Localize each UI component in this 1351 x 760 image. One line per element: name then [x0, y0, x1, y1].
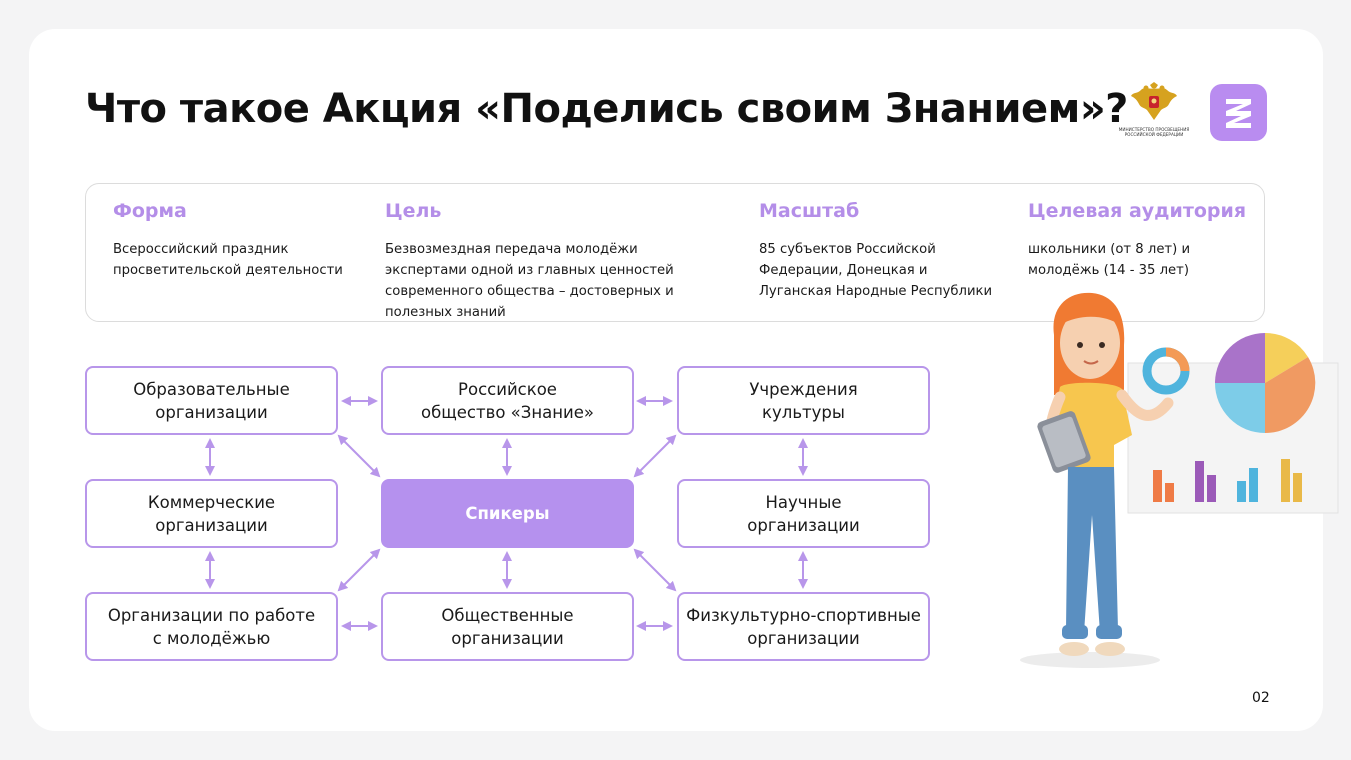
info-scale: Масштаб 85 субъектов Российской Федераци…	[759, 200, 1004, 302]
connector-arrow	[633, 434, 677, 478]
node-culture-institutions: Учреждения культуры	[677, 366, 930, 435]
node-znanie-society: Российское общество «Знание»	[381, 366, 634, 435]
info-audience: Целевая аудитория школьники (от 8 лет) и…	[1028, 200, 1247, 281]
info-goal: Цель Безвозмездная передача молодёжи экс…	[385, 200, 720, 323]
node-youth-organizations: Организации по работе с молодёжью	[85, 592, 338, 661]
connector-arrow	[337, 434, 381, 478]
ministry-logo: Министерство просвещения Российской Феде…	[1114, 82, 1194, 144]
info-text: Безвозмездная передача молодёжи эксперта…	[385, 242, 674, 320]
node-science-organizations: Научные организации	[677, 479, 930, 548]
znanie-logo-icon	[1210, 84, 1267, 141]
coat-of-arms-icon	[1131, 82, 1177, 120]
info-text: Всероссийский праздник просветительской …	[113, 242, 343, 278]
info-form: Форма Всероссийский праздник просветител…	[113, 200, 343, 281]
ministry-caption: Министерство просвещения Российской Феде…	[1118, 127, 1190, 137]
connector-arrow	[633, 548, 677, 592]
info-text: школьники (от 8 лет) и молодёжь (14 - 35…	[1028, 242, 1191, 278]
node-commercial-organizations: Коммерческие организации	[85, 479, 338, 548]
znanie-logo	[1210, 84, 1267, 141]
node-educational-organizations: Образовательные организации	[85, 366, 338, 435]
connector-arrow	[337, 548, 381, 592]
presenter-illustration	[1020, 292, 1339, 668]
info-heading: Форма	[113, 200, 187, 222]
node-speakers: Спикеры	[381, 479, 634, 548]
info-heading: Масштаб	[759, 200, 860, 222]
page-number: 02	[1252, 690, 1270, 706]
node-sport-organizations: Физкультурно-спортивные организации	[677, 592, 930, 661]
info-heading: Цель	[385, 200, 442, 222]
page-title: Что такое Акция «Поделись своим Знанием»…	[85, 86, 1128, 132]
info-heading: Целевая аудитория	[1028, 200, 1247, 222]
info-text: 85 субъектов Российской Федерации, Донец…	[759, 242, 993, 299]
node-public-organizations: Общественные организации	[381, 592, 634, 661]
